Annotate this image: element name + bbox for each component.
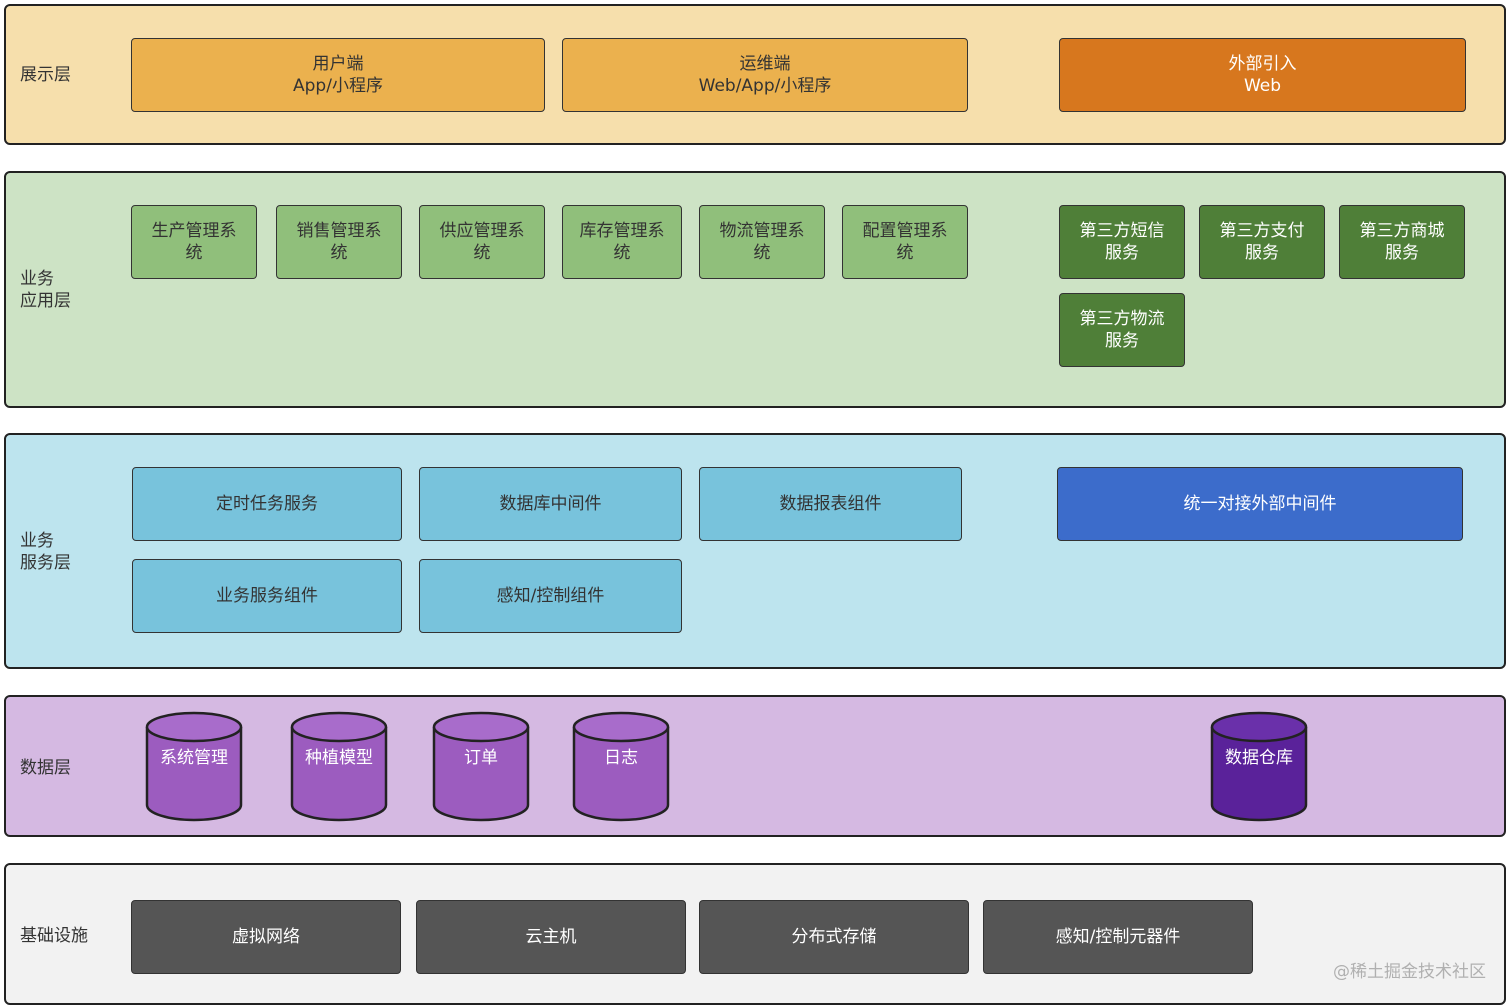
db-label: 数据仓库 bbox=[1225, 748, 1293, 768]
db-label: 种植模型 bbox=[305, 748, 373, 768]
layer-label: 展示层 bbox=[20, 65, 71, 85]
config-system-box: 配置管理系 统 bbox=[842, 205, 968, 279]
third-party-payment-box: 第三方支付 服务 bbox=[1199, 205, 1325, 279]
third-party-mall-box: 第三方商城 服务 bbox=[1339, 205, 1465, 279]
sales-system-box: 销售管理系 统 bbox=[276, 205, 402, 279]
layer-label: 基础设施 bbox=[20, 926, 88, 946]
distributed-storage-box: 分布式存储 bbox=[699, 900, 969, 974]
logistics-system-box: 物流管理系 统 bbox=[699, 205, 825, 279]
user-client-box: 用户端 App/小程序 bbox=[131, 38, 545, 112]
scheduled-task-box: 定时任务服务 bbox=[132, 467, 402, 541]
layer-label: 数据层 bbox=[20, 758, 71, 778]
data-report-box: 数据报表组件 bbox=[699, 467, 962, 541]
db-label: 订单 bbox=[464, 748, 498, 768]
business-service-component-box: 业务服务组件 bbox=[132, 559, 402, 633]
cloud-host-box: 云主机 bbox=[416, 900, 686, 974]
supply-system-box: 供应管理系 统 bbox=[419, 205, 545, 279]
watermark: @稀土掘金技术社区 bbox=[1333, 962, 1486, 982]
layer-label: 业务 服务层 bbox=[20, 531, 71, 573]
log-db: 日志 bbox=[572, 711, 670, 823]
order-db: 订单 bbox=[432, 711, 530, 823]
external-middleware-box: 统一对接外部中间件 bbox=[1057, 467, 1463, 541]
db-label: 系统管理 bbox=[160, 748, 228, 768]
system-management-db: 系统管理 bbox=[145, 711, 243, 823]
data-warehouse-db: 数据仓库 bbox=[1210, 711, 1308, 823]
sensing-control-component-box: 感知/控制组件 bbox=[419, 559, 682, 633]
inventory-system-box: 库存管理系 统 bbox=[562, 205, 682, 279]
third-party-sms-box: 第三方短信 服务 bbox=[1059, 205, 1185, 279]
planting-model-db: 种植模型 bbox=[290, 711, 388, 823]
production-system-box: 生产管理系 统 bbox=[131, 205, 257, 279]
ops-client-box: 运维端 Web/App/小程序 bbox=[562, 38, 968, 112]
db-label: 日志 bbox=[604, 748, 638, 768]
db-middleware-box: 数据库中间件 bbox=[419, 467, 682, 541]
third-party-logistics-box: 第三方物流 服务 bbox=[1059, 293, 1185, 367]
sensing-control-device-box: 感知/控制元器件 bbox=[983, 900, 1253, 974]
virtual-network-box: 虚拟网络 bbox=[131, 900, 401, 974]
layer-label: 业务 应用层 bbox=[20, 269, 71, 311]
external-web-box: 外部引入 Web bbox=[1059, 38, 1466, 112]
